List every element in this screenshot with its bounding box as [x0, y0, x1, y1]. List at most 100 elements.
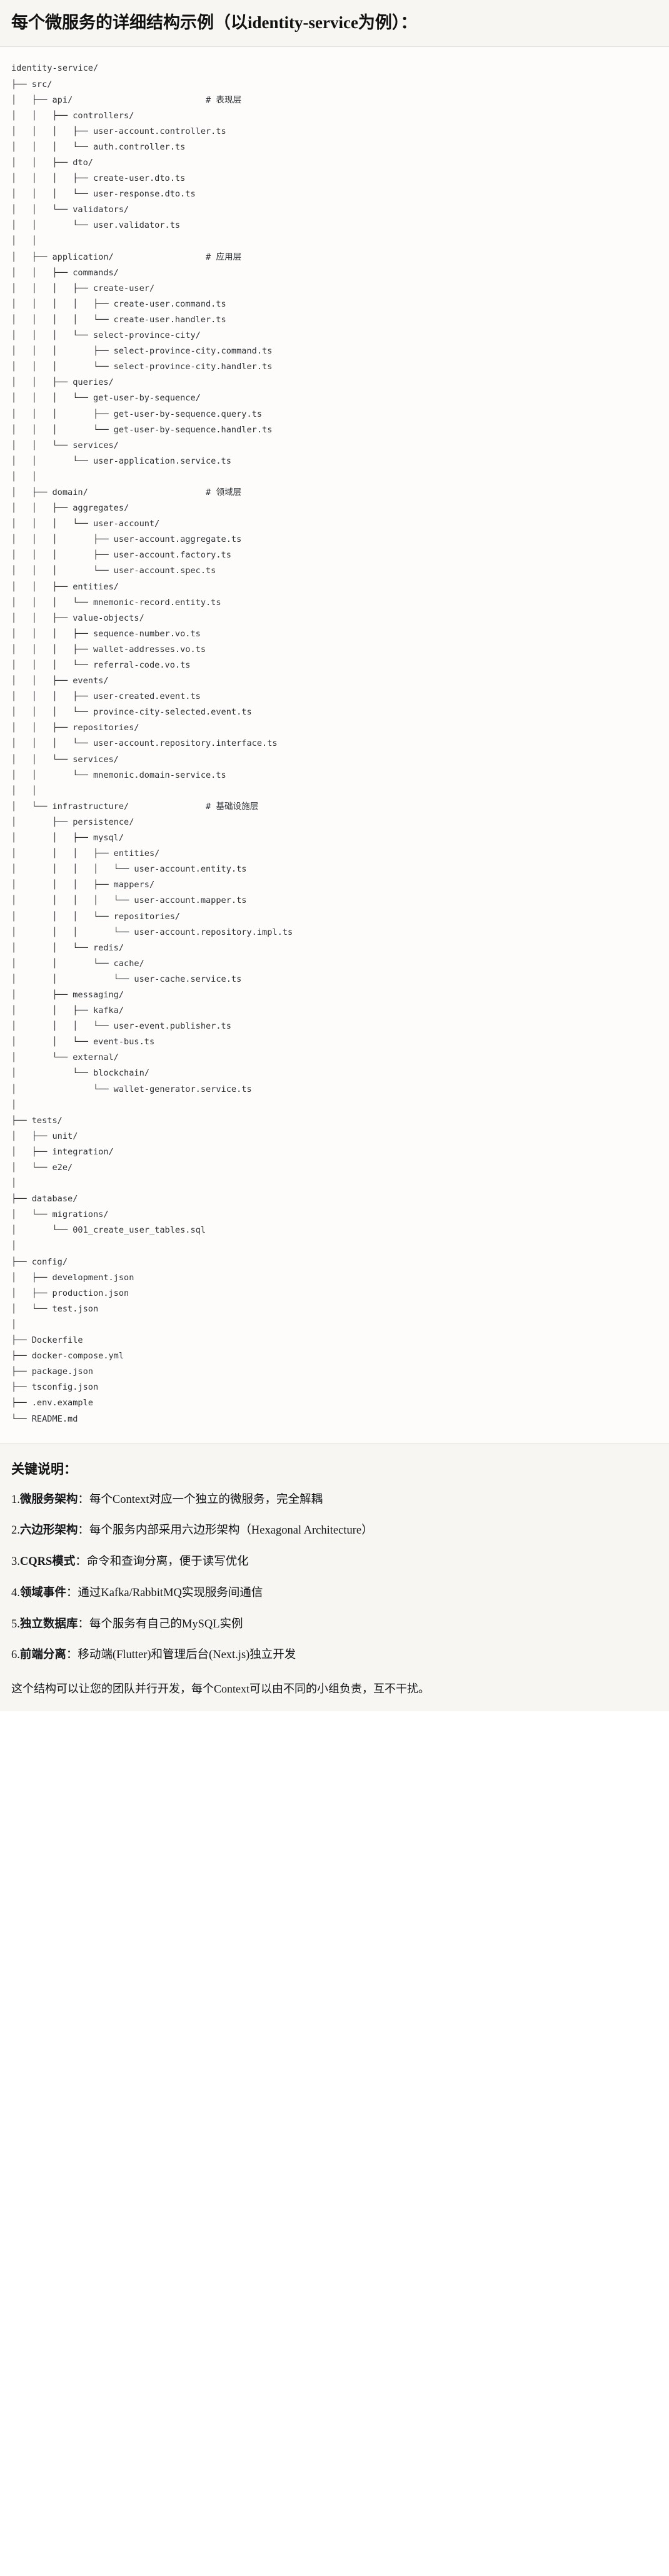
key-note-term: CQRS模式	[19, 1555, 76, 1569]
key-note-item: 1.微服务架构：每个Context对应一个独立的微服务，完全解耦	[11, 1492, 658, 1509]
key-note-separator: ：	[66, 1586, 78, 1599]
tree-line: │ │ ├── events/	[11, 676, 109, 686]
tree-line: │ │ ├── repositories/	[11, 723, 139, 733]
tree-layer-comment: # 表现层	[206, 94, 242, 105]
tree-line: │ │ │ ├── get-user-by-sequence.query.ts	[11, 409, 263, 419]
tree-line: │ │ ├── entities/	[11, 581, 119, 592]
key-note-term: 领域事件	[19, 1586, 66, 1599]
tree-line: │ │ ├── aggregates/	[11, 503, 129, 514]
tree-line: │ │ │ ├── entities/	[11, 848, 160, 859]
tree-line: ├── tests/	[11, 1115, 63, 1126]
tree-line: │ │ │ └── repositories/	[11, 911, 181, 922]
tree-line: ├── package.json	[11, 1367, 93, 1377]
key-note-index: 1.	[11, 1493, 20, 1506]
key-note-description: 每个服务有自己的MySQL实例	[89, 1617, 243, 1631]
tree-line: │ │ │ ├── user-account.controller.ts	[11, 126, 226, 136]
directory-tree-block: identity-service/├── src/│ ├── api/ # 表现…	[0, 47, 669, 1444]
tree-line: │ ├── production.json	[11, 1288, 129, 1298]
tree-line: │ └── test.json	[11, 1303, 99, 1314]
tree-line: │ │ │ └── user-response.dto.ts	[11, 189, 196, 200]
tree-line: │ │ ├── dto/	[11, 158, 93, 168]
tree-line: │ │ │ └── select-province-city/	[11, 330, 201, 341]
key-note-description: 通过Kafka/RabbitMQ实现服务间通信	[78, 1586, 263, 1599]
tree-line: │ │ ├── kafka/	[11, 1005, 124, 1016]
tree-line: │ │ │ └── mnemonic-record.entity.ts	[11, 597, 221, 608]
key-note-index: 2.	[11, 1524, 20, 1537]
key-note-index: 5.	[11, 1617, 20, 1631]
tree-layer-comment: # 应用层	[206, 252, 242, 262]
tree-line: │ │ ├── value-objects/	[11, 613, 144, 623]
tree-line: │	[11, 1178, 17, 1189]
tree-line: │ │ │ │ ├── create-user.command.ts	[11, 298, 226, 309]
tree-line: │ │ └── validators/	[11, 205, 129, 215]
tree-line: │ │ │ └── user-account.repository.impl.t…	[11, 927, 293, 937]
tree-line: │ │	[11, 471, 37, 482]
key-note-index: 3.	[11, 1555, 20, 1569]
key-note-item: 4.领域事件：通过Kafka/RabbitMQ实现服务间通信	[11, 1585, 658, 1602]
key-note-item: 6.前端分离：移动端(Flutter)和管理后台(Next.js)独立开发	[11, 1647, 658, 1664]
tree-line: │ └── 001_create_user_tables.sql	[11, 1225, 206, 1236]
key-note-item: 3.CQRS模式：命令和查询分离，便于读写优化	[11, 1554, 658, 1571]
tree-line: │ │ │ ├── create-user.dto.ts	[11, 173, 186, 184]
key-note-term: 独立数据库	[19, 1617, 78, 1631]
tree-line: │ │ │ └── user-account.spec.ts	[11, 566, 216, 576]
tree-line: │ │ │ └── get-user-by-sequence.handler.t…	[11, 424, 273, 435]
page-header: 每个微服务的详细结构示例（以identity-service为例）：	[0, 0, 669, 48]
tree-line: │ └── e2e/	[11, 1163, 73, 1173]
tree-line: │ │ │ └── select-province-city.handler.t…	[11, 362, 273, 372]
tree-line: │ │ │ │ └── user-account.mapper.ts	[11, 895, 247, 906]
tree-line: │ └── blockchain/	[11, 1068, 149, 1079]
key-note-index: 6.	[11, 1649, 20, 1662]
tree-line: │ │ └── user-cache.service.ts	[11, 974, 242, 984]
tree-line: │ │ │ ├── user-account.factory.ts	[11, 550, 231, 561]
key-note-separator: ：	[78, 1493, 89, 1506]
key-note-separator: ：	[78, 1524, 89, 1537]
tree-line: └── README.md	[11, 1413, 78, 1424]
tree-line: │ │ ├── mysql/	[11, 833, 124, 843]
tree-line: ├── src/	[11, 79, 53, 89]
key-note-separator: ：	[78, 1617, 89, 1631]
tree-line: │ │ │ └── province-city-selected.event.t…	[11, 707, 252, 718]
key-notes-heading: 关键说明：	[11, 1461, 77, 1477]
tree-line: │ │ │ ├── user-created.event.ts	[11, 691, 201, 702]
tree-line: │ │ │ └── auth.controller.ts	[11, 141, 186, 152]
tree-line: │ │ │ │ └── create-user.handler.ts	[11, 314, 226, 325]
tree-line: │	[11, 1099, 17, 1110]
key-note-description: 每个Context对应一个独立的微服务，完全解耦	[89, 1493, 323, 1506]
key-note-term: 前端分离	[19, 1649, 66, 1662]
tree-line: │ │ └── user-application.service.ts	[11, 456, 231, 466]
tree-line: │ ├── development.json	[11, 1272, 134, 1283]
tree-line: │	[11, 1319, 17, 1330]
closing-paragraph: 这个结构可以让您的团队并行开发，每个Context可以由不同的小组负责，互不干扰…	[11, 1683, 430, 1696]
key-note-index: 4.	[11, 1586, 20, 1599]
tree-line: ├── config/	[11, 1256, 68, 1267]
tree-line: │ │ └── user.validator.ts	[11, 220, 181, 231]
key-note-item: 2.六边形架构：每个服务内部采用六边形架构（Hexagonal Architec…	[11, 1522, 658, 1540]
tree-layer-comment: # 基础设施层	[206, 801, 259, 812]
key-note-description: 命令和查询分离，便于读写优化	[86, 1555, 249, 1569]
key-note-separator: ：	[66, 1649, 78, 1662]
tree-line: │ │ └── services/	[11, 754, 119, 765]
tree-line: │ │ │ └── referral-code.vo.ts	[11, 660, 191, 670]
tree-line: │ │ │ ├── create-user/	[11, 283, 155, 293]
tree-line: │ │ │ └── user-account/	[11, 519, 160, 529]
tree-line: │ │ │ └── user-account.repository.interf…	[11, 738, 278, 749]
tree-layer-comment: # 领域层	[206, 487, 242, 497]
tree-line: │ │ │ ├── wallet-addresses.vo.ts	[11, 644, 206, 654]
tree-line: ├── Dockerfile	[11, 1335, 83, 1346]
tree-line: │ │ │ └── user-event.publisher.ts	[11, 1021, 231, 1032]
key-note-term: 六边形架构	[19, 1524, 78, 1537]
tree-line: ├── .env.example	[11, 1398, 93, 1408]
key-note-description: 每个服务内部采用六边形架构（Hexagonal Architecture）	[89, 1524, 373, 1537]
tree-line: │ └── external/	[11, 1052, 119, 1063]
tree-line: │ │ ├── controllers/	[11, 110, 134, 121]
key-note-description: 移动端(Flutter)和管理后台(Next.js)独立开发	[78, 1649, 296, 1662]
tree-line: │ └── infrastructure/ # 基础设施层	[11, 801, 259, 812]
tree-line: │ ├── messaging/	[11, 989, 124, 1000]
tree-line: │ │ └── services/	[11, 440, 119, 451]
tree-line: │	[11, 1241, 17, 1251]
tree-line: │ │ ├── commands/	[11, 267, 119, 278]
tree-line: identity-service/	[11, 63, 99, 74]
tree-line: │ │ ├── queries/	[11, 377, 114, 388]
